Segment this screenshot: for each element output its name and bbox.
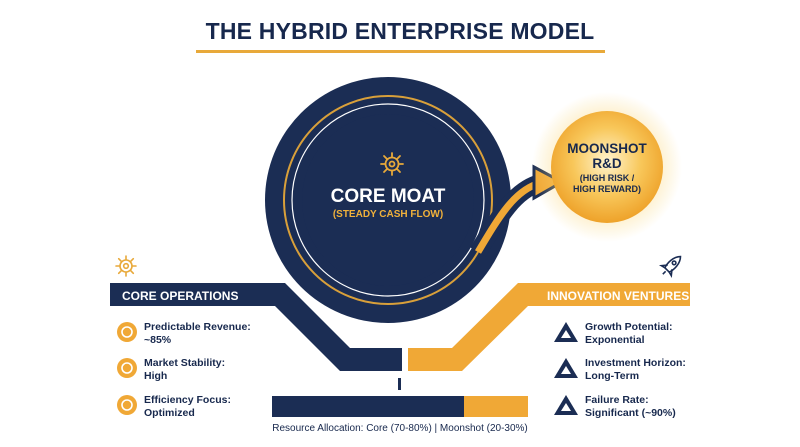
connector-tick (398, 378, 401, 390)
venture-item-2: Investment Horizon: Long-Term (585, 357, 686, 383)
moonshot-title-line2: R&D (592, 156, 622, 171)
moonshot-sub-line1: (HIGH RISK / (579, 173, 635, 183)
core-item-icon-1 (117, 322, 137, 342)
core-item-icon-3 (117, 395, 137, 415)
core-moat-title: CORE MOAT (330, 186, 446, 207)
core-moat-inner-ring (291, 103, 485, 297)
moonshot-sub-line2: HIGH REWARD) (573, 184, 641, 194)
gear-icon (380, 152, 404, 176)
venture-item-icon-3 (554, 395, 578, 415)
rocket-icon (658, 255, 682, 279)
page-title: THE HYBRID ENTERPRISE MODEL (205, 18, 595, 44)
venture-item-1-value: Exponential (585, 334, 645, 346)
resource-allocation-bar (272, 396, 528, 417)
venture-item-3: Failure Rate: Significant (~90%) (585, 394, 676, 420)
allocation-core-segment (272, 396, 464, 417)
resource-allocation-label: Resource Allocation: Core (70-80%) | Moo… (272, 423, 528, 434)
venture-item-2-name: Investment Horizon: (585, 357, 686, 369)
venture-item-2-value: Long-Term (585, 370, 640, 382)
allocation-moonshot-segment (464, 396, 528, 417)
core-moat-subtitle: (STEADY CASH FLOW) (332, 209, 444, 220)
moonshot-circle (551, 111, 663, 223)
core-item-2-value: High (144, 370, 168, 382)
core-item-2-name: Market Stability: (144, 357, 226, 369)
moonshot-title-line1: MOONSHOT (567, 141, 647, 156)
core-item-1-value: ~85% (144, 334, 172, 346)
core-item-1-name: Predictable Revenue: (144, 321, 251, 333)
core-moat-gold-ring (283, 95, 493, 305)
venture-item-3-value: Significant (~90%) (585, 407, 676, 419)
core-item-icon-2 (117, 358, 137, 378)
title-underline (196, 50, 605, 53)
core-operations-band (110, 283, 402, 371)
moonshot-title: MOONSHOT R&D (551, 141, 663, 171)
innovation-ventures-band (408, 283, 690, 371)
venture-item-1-name: Growth Potential: (585, 321, 673, 333)
core-operations-label: CORE OPERATIONS (122, 289, 239, 303)
moonshot-subtitle: (HIGH RISK / HIGH REWARD) (551, 173, 663, 195)
core-item-3-name: Efficiency Focus: (144, 394, 231, 406)
venture-item-icon-2 (554, 358, 578, 378)
core-item-1: Predictable Revenue: ~85% (144, 321, 251, 347)
core-item-3-value: Optimized (144, 407, 195, 419)
venture-item-1: Growth Potential: Exponential (585, 321, 673, 347)
core-moat-center (302, 114, 474, 286)
innovation-ventures-label: INNOVATION VENTURES (547, 289, 690, 303)
core-item-2: Market Stability: High (144, 357, 225, 383)
venture-item-icon-1 (554, 322, 578, 342)
core-operations-gear-icon (115, 255, 137, 277)
venture-item-3-name: Failure Rate: (585, 394, 649, 406)
core-item-3: Efficiency Focus: Optimized (144, 394, 231, 420)
